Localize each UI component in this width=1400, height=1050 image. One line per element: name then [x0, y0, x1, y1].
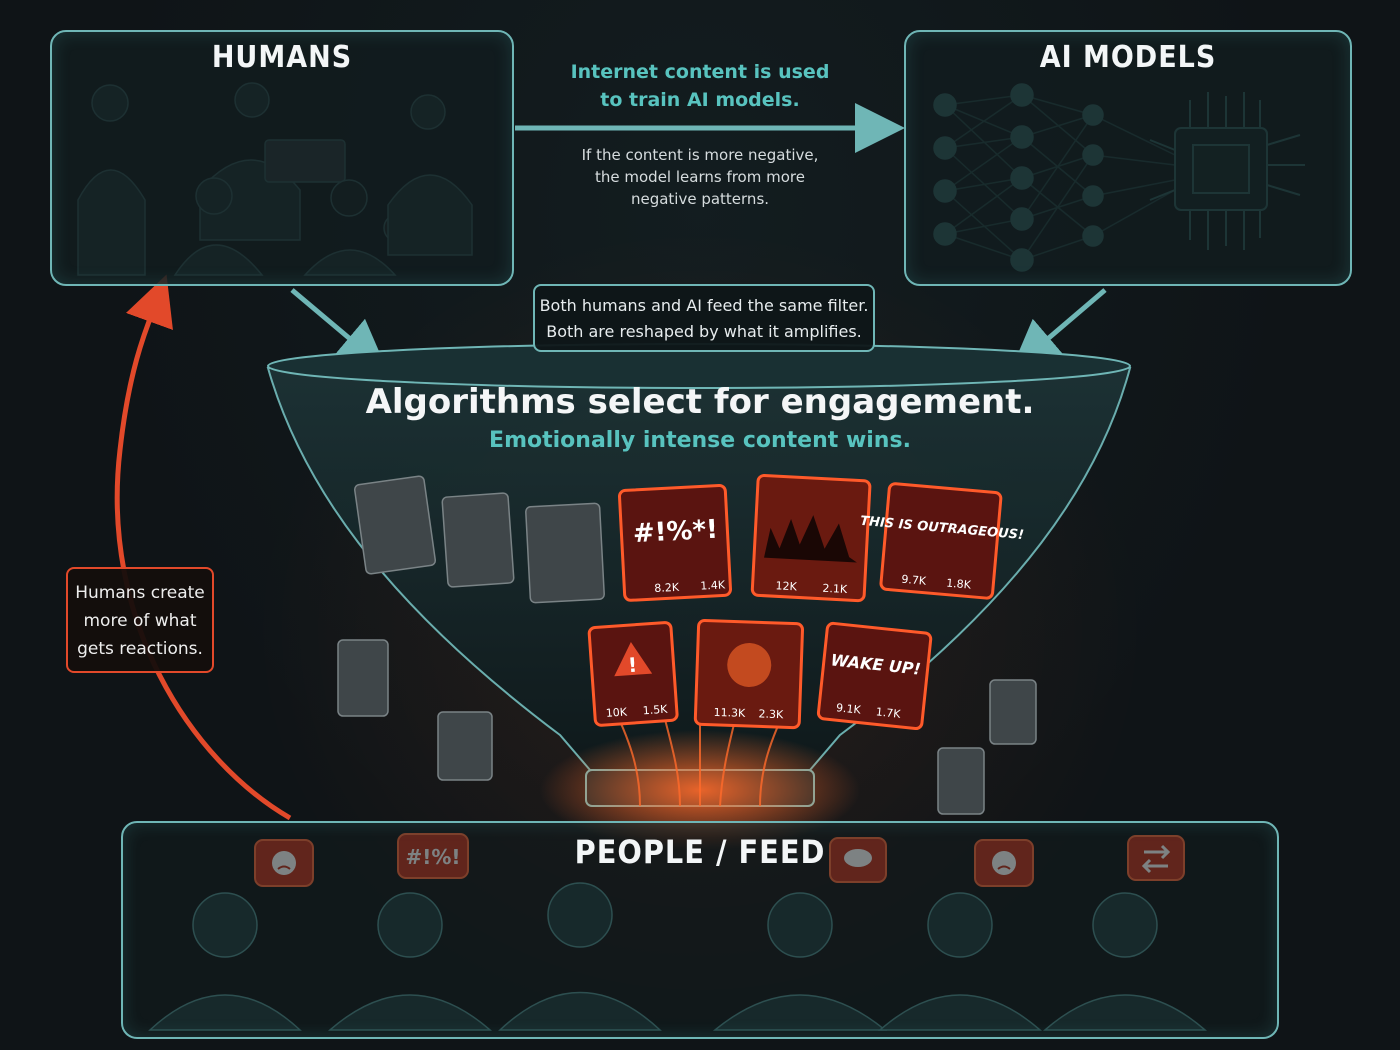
ai-models-panel: AI MODELS [904, 30, 1352, 286]
grey-card-landscape [353, 475, 437, 575]
comment-count: 1.5K [642, 703, 668, 718]
humans-title: HUMANS [211, 40, 353, 75]
hot-card-outrage: THIS IS OUTRAGEOUS! 9.7K 1.8K [860, 482, 1025, 600]
hot-card-fire: 11.3K 2.3K [693, 618, 805, 730]
negative-note-line: If the content is more negative, [581, 146, 819, 164]
negative-note: If the content is more negative, the mod… [560, 144, 840, 210]
people-feed-panel: PEOPLE / FEED [121, 821, 1279, 1039]
comment-count: 1.8K [946, 577, 973, 592]
filter-note: Both humans and AI feed the same filter.… [533, 284, 875, 352]
filter-note-line: Both are reshaped by what it amplifies. [546, 322, 862, 341]
grey-card-cat [525, 502, 605, 604]
grey-card-coffee [989, 679, 1037, 745]
filter-note-line: Both humans and AI feed the same filter. [539, 296, 869, 315]
negative-note-line: the model learns from more [595, 168, 805, 186]
ai-models-title: AI MODELS [1039, 40, 1217, 75]
train-caption-line: to train AI models. [600, 89, 800, 111]
like-count: 9.1K [835, 701, 862, 717]
grey-content-cards [337, 475, 1037, 815]
loop-note-line: Humans create [75, 583, 205, 603]
models-to-funnel-arrow [1010, 288, 1107, 371]
negative-note-line: negative patterns. [630, 190, 770, 208]
train-caption-line: Internet content is used [570, 61, 830, 83]
grey-card-dog [937, 747, 985, 815]
amplified-content-cards: #!%*! 8.2K 1.4K 12K 2.1K THIS IS OUTRAGE… [587, 474, 1025, 731]
comment-count: 1.4K [700, 578, 726, 592]
grey-card-bicycle [437, 711, 493, 781]
hot-card-symbols: #!%*! 8.2K 1.4K [617, 484, 732, 602]
loop-note-line: more of what [83, 611, 197, 631]
like-count: 9.7K [901, 573, 928, 588]
humans-to-funnel-arrow [290, 288, 388, 371]
loop-note-line: gets reactions. [77, 639, 203, 659]
loop-note: Humans create more of what gets reaction… [66, 567, 214, 673]
funnel-title: Algorithms select for engagement. [365, 382, 1035, 422]
humans-panel: HUMANS [50, 30, 514, 286]
like-count: 10K [605, 705, 628, 720]
hot-card-text: #!%*! [632, 515, 719, 549]
hot-card-wakeup: WAKE UP! 9.1K 1.7K [816, 621, 933, 731]
warning-icon: ! [627, 653, 638, 678]
feedback-loop-arrow [114, 274, 292, 821]
feed-title: PEOPLE / FEED [574, 833, 826, 871]
grey-card-profile [441, 492, 515, 588]
comment-count: 2.1K [822, 582, 848, 596]
comment-count: 2.3K [758, 707, 784, 721]
train-caption: Internet content is used to train AI mod… [560, 58, 840, 114]
funnel-subtitle: Emotionally intense content wins. [489, 428, 911, 453]
like-count: 12K [775, 579, 798, 593]
hot-card-warning: ! 10K 1.5K [587, 621, 679, 727]
like-count: 11.3K [713, 706, 746, 720]
grey-card-plant [337, 639, 389, 717]
comment-count: 1.7K [875, 705, 902, 721]
like-count: 8.2K [654, 581, 680, 595]
hot-card-protest: 12K 2.1K [750, 474, 872, 603]
